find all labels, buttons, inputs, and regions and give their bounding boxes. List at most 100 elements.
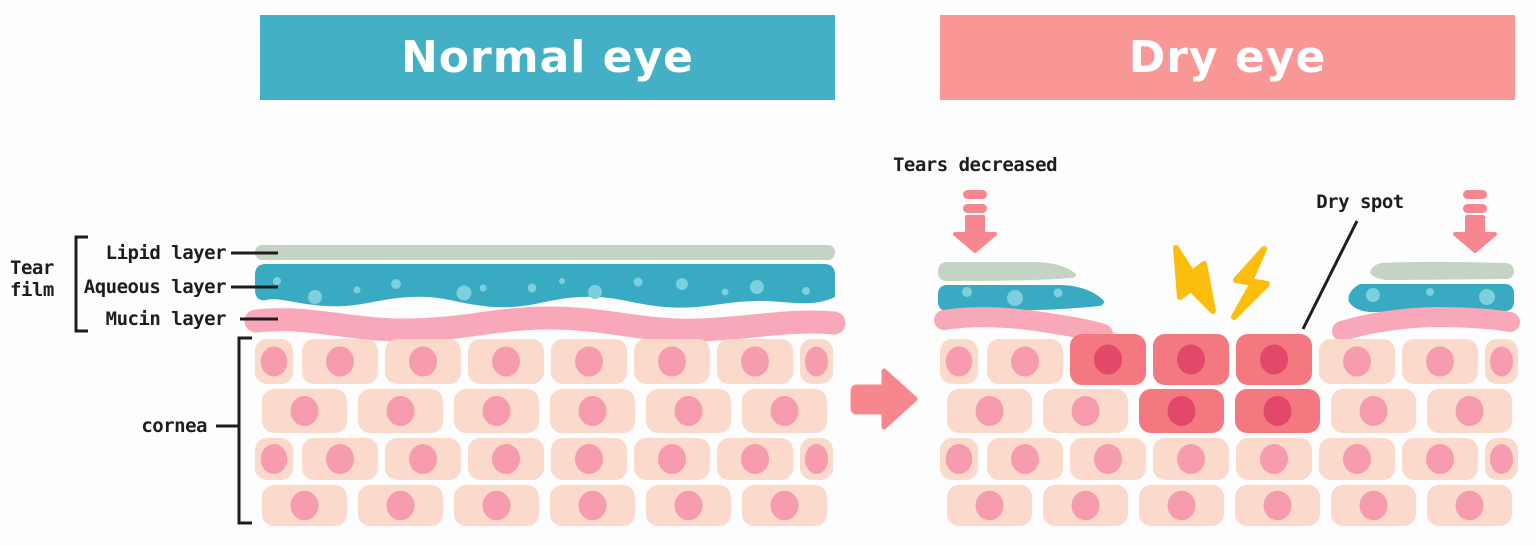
bubble (588, 285, 602, 299)
bubble (391, 279, 401, 289)
cell-nucleus (1011, 346, 1039, 377)
normal-cornea-cells (255, 339, 833, 526)
cell-nucleus (945, 444, 973, 474)
cell-nucleus (975, 396, 1004, 426)
tear-film-bracket (74, 235, 88, 333)
cell-nucleus (575, 346, 603, 377)
bubble (750, 280, 764, 294)
cell-nucleus (1426, 346, 1454, 377)
bubble (1426, 288, 1434, 296)
bubble (527, 283, 537, 293)
normal-aqueous-bubbles (273, 277, 810, 304)
cell-nucleus (290, 490, 319, 521)
dry-spot-pointer-line (1301, 220, 1359, 330)
tears-decreased-label: Tears decreased (892, 154, 1058, 176)
cell-nucleus (1359, 490, 1388, 521)
cell-nucleus (1260, 444, 1288, 474)
bubble (1053, 288, 1063, 298)
bubble (802, 287, 810, 295)
tears-decreased-arrows (953, 190, 1497, 253)
cell-nucleus (1167, 490, 1196, 521)
bubble (1007, 290, 1023, 306)
cell-nucleus (1094, 444, 1122, 474)
dry-lipid-layer-left (938, 262, 1076, 281)
down-arrow-dash (963, 204, 987, 213)
cell-nucleus (1260, 344, 1288, 375)
cornea-label: cornea (141, 415, 207, 437)
cell-nucleus (492, 444, 520, 474)
cell-nucleus (1263, 490, 1292, 521)
bubble (1479, 289, 1495, 305)
cell-nucleus (658, 444, 686, 474)
normal-eye-header: Normal eye (260, 15, 835, 100)
cell-nucleus (658, 346, 686, 377)
cornea-bracket (237, 336, 252, 525)
mucin-layer-label: Mucin layer (105, 308, 227, 330)
normal-eye-title: Normal eye (400, 32, 695, 83)
cell-nucleus (741, 346, 769, 377)
cell-nucleus (1359, 396, 1388, 426)
dry-aqueous-layer-right (1348, 284, 1514, 312)
cell-nucleus (260, 444, 288, 474)
cell-nucleus (741, 444, 769, 474)
cell-nucleus (326, 346, 354, 377)
cell-nucleus (575, 444, 603, 474)
cell-nucleus (1489, 444, 1514, 474)
down-arrow-dash (1463, 204, 1487, 213)
lightning-bolt-icon-right (1231, 246, 1270, 320)
cell-nucleus (290, 396, 319, 426)
cell-nucleus (945, 346, 973, 377)
cell-nucleus (1426, 444, 1454, 474)
cell-nucleus (578, 396, 607, 426)
normal-aqueous-layer (255, 264, 835, 308)
cell-nucleus (1455, 396, 1484, 426)
cell-nucleus (578, 490, 607, 521)
bubble (559, 278, 565, 284)
down-arrow-icon (953, 215, 997, 253)
cell-nucleus (770, 396, 799, 426)
cell-nucleus (1343, 346, 1371, 377)
dry-aqueous-bubbles-left (962, 287, 1063, 306)
bubble (633, 277, 643, 287)
bubble (962, 287, 972, 297)
down-arrow-icon (1453, 215, 1497, 253)
dry-mucin-layer-left (934, 307, 1113, 344)
down-arrow-dash (963, 190, 987, 199)
down-arrow-dash (1463, 190, 1487, 199)
bubble (479, 284, 487, 292)
cell-nucleus (1177, 444, 1205, 474)
bubble (308, 290, 322, 304)
cell-nucleus (1455, 490, 1484, 521)
cell-nucleus (409, 346, 437, 377)
dry-eye-header: Dry eye (940, 15, 1515, 100)
bubble (273, 277, 281, 285)
cell-nucleus (386, 396, 415, 426)
bubble (353, 286, 361, 294)
bubble (456, 285, 472, 301)
normal-mucin-layer (244, 306, 846, 342)
dry-cornea-cells (940, 334, 1518, 526)
cell-nucleus (326, 444, 354, 474)
cell-nucleus (409, 444, 437, 474)
cell-nucleus (1094, 344, 1122, 375)
cell-nucleus (804, 346, 829, 377)
cell-nucleus (1343, 444, 1371, 474)
bubble (676, 278, 688, 290)
bubble (1366, 288, 1380, 302)
cell-nucleus (674, 490, 703, 521)
cell-nucleus (1177, 344, 1205, 375)
cell-nucleus (674, 396, 703, 426)
cell-nucleus (386, 490, 415, 521)
cell-nucleus (1011, 444, 1039, 474)
cell-nucleus (1489, 346, 1514, 377)
tear-film-label: Tear film (10, 257, 54, 301)
cell-nucleus (1263, 396, 1292, 426)
dry-spot-label: Dry spot (1316, 191, 1404, 213)
lightning-bolt-icon-left (1173, 245, 1216, 314)
cell-nucleus (804, 444, 829, 474)
dry-lipid-layer-right (1370, 261, 1514, 280)
cell-nucleus (260, 346, 288, 377)
dry-aqueous-bubbles-right (1366, 288, 1495, 305)
